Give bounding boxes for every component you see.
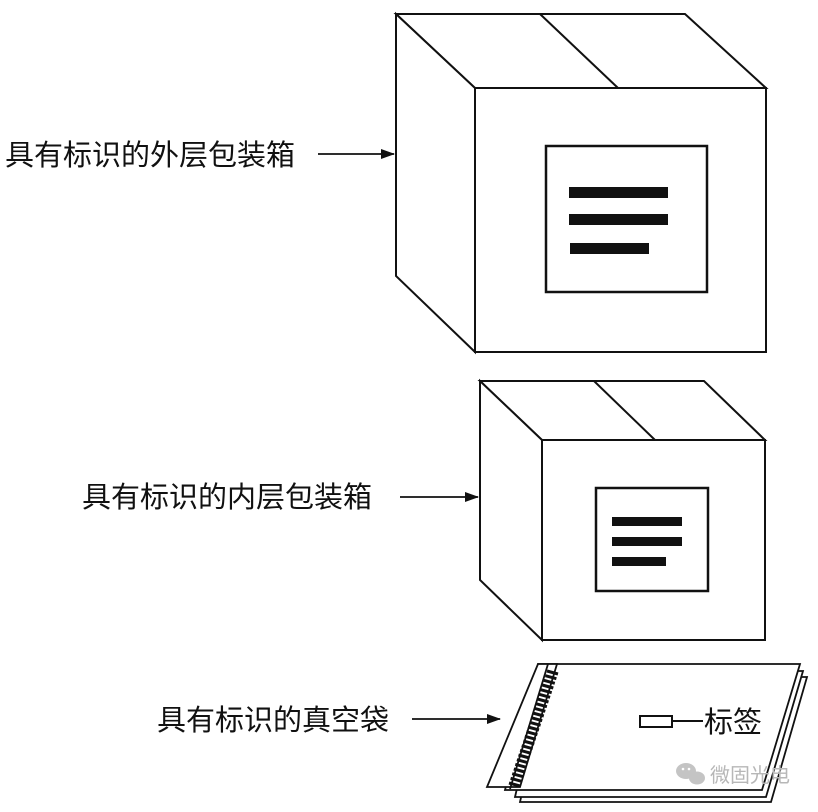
outer-box-label: 具有标识的外层包装箱 bbox=[5, 138, 295, 172]
seal-stripe bbox=[508, 781, 521, 788]
vacuum-bag bbox=[485, 663, 809, 803]
seal-stripe bbox=[510, 776, 522, 783]
seal-stripe bbox=[545, 674, 557, 681]
wechat-icon bbox=[676, 763, 705, 785]
outer-box-label-text-lines bbox=[569, 187, 668, 254]
vacuum-bag-seal-strip bbox=[508, 669, 559, 788]
watermark-text: 微固光电 bbox=[710, 763, 790, 787]
inner-box bbox=[477, 378, 768, 643]
seal-stripe bbox=[514, 762, 527, 769]
seal-stripe bbox=[524, 734, 537, 741]
seal-stripe bbox=[541, 683, 554, 690]
seal-stripe bbox=[546, 669, 559, 676]
seal-stripe bbox=[537, 697, 549, 704]
seal-stripe bbox=[511, 772, 524, 779]
seal-stripe bbox=[518, 753, 530, 760]
seal-stripe bbox=[526, 730, 538, 737]
seal-stripe bbox=[513, 767, 526, 774]
vacuum-bag-label: 具有标识的真空袋 bbox=[157, 703, 389, 737]
seal-stripe bbox=[522, 739, 535, 746]
seal-stripe bbox=[529, 720, 541, 727]
seal-stripe bbox=[519, 748, 532, 755]
seal-stripe bbox=[540, 688, 553, 695]
seal-stripe bbox=[533, 706, 546, 713]
inner-box-tape-line bbox=[593, 380, 656, 441]
seal-stripe bbox=[527, 725, 540, 732]
seal-stripe bbox=[521, 744, 534, 751]
seal-stripe bbox=[532, 711, 545, 718]
inner-box-label: 具有标识的内层包装箱 bbox=[82, 480, 372, 514]
seal-stripe bbox=[516, 758, 529, 765]
vacuum-bag-tag bbox=[639, 715, 673, 728]
inner-box-label-text-lines bbox=[612, 517, 682, 566]
seal-stripe bbox=[538, 692, 551, 699]
tag-label: 标签 bbox=[704, 705, 762, 739]
seal-stripe bbox=[543, 678, 556, 685]
seal-stripe bbox=[530, 716, 543, 723]
outer-box bbox=[393, 11, 769, 355]
outer-box-tape-line bbox=[539, 13, 619, 89]
seal-stripe bbox=[535, 702, 548, 709]
watermark: 微固光电 bbox=[676, 763, 790, 787]
